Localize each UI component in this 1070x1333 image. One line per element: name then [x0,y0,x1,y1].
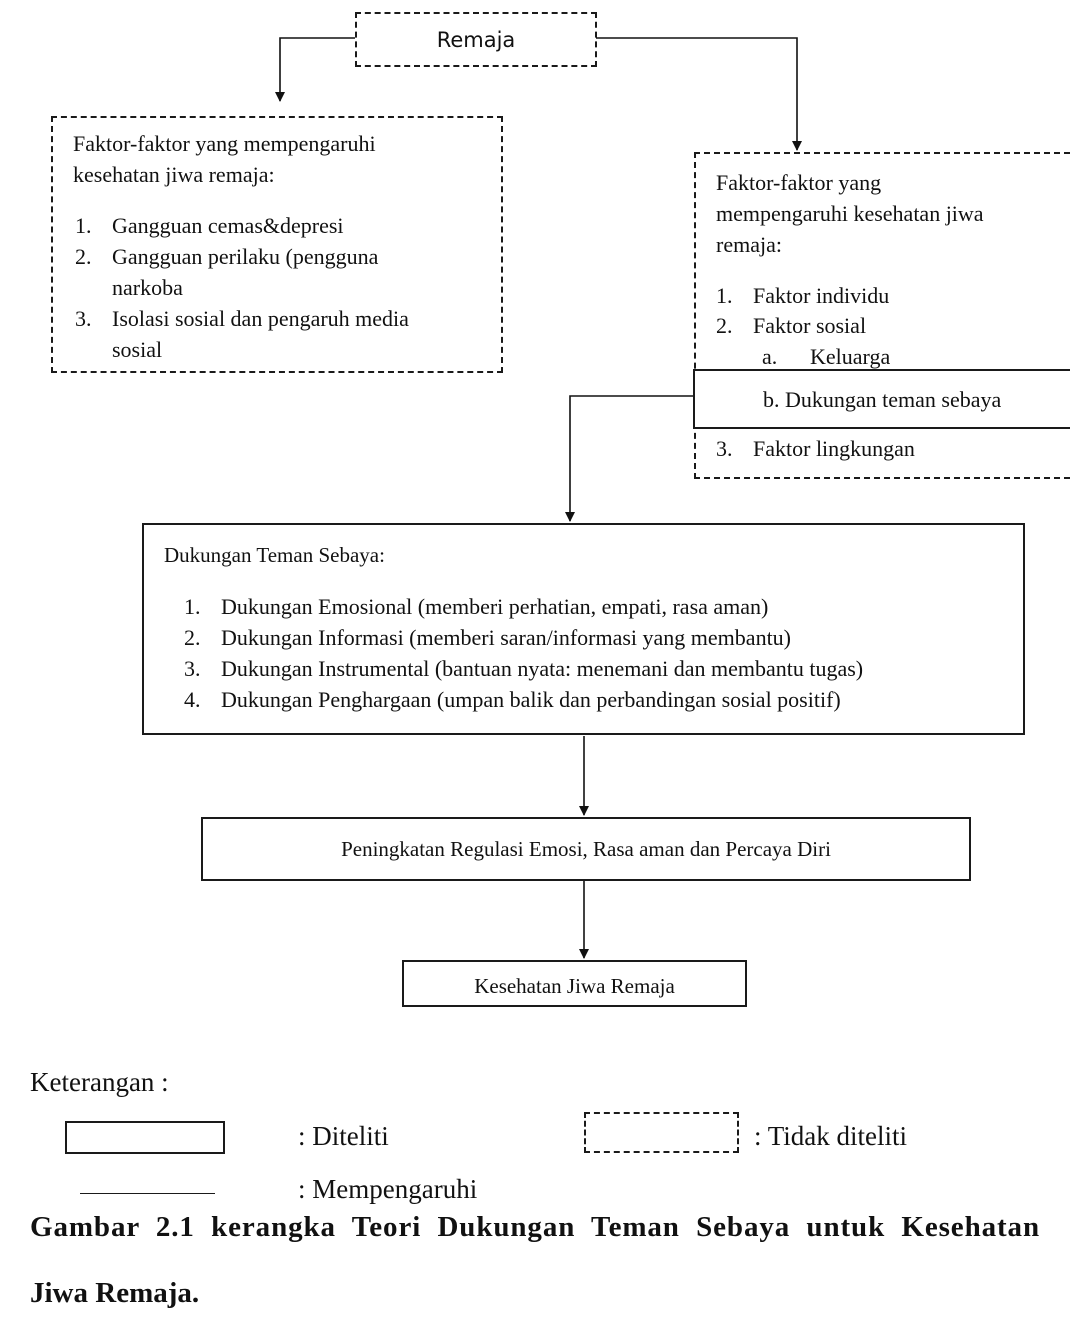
legend-dashed-swatch [584,1112,739,1153]
list-item-line: Dukungan Instrumental (bantuan nyata: me… [221,656,864,681]
right-factors-heading-line1: Faktor-faktor yang [716,170,882,195]
list-item-line: Gangguan cemas&depresi [112,213,344,238]
outcome-regulation-box: Peningkatan Regulasi Emosi, Rasa aman da… [201,817,971,881]
left-factors-item-3-cont: sosial [112,334,162,365]
left-factors-box: Faktor-faktor yang mempengaruhi kesehata… [51,116,503,373]
list-item-line: Faktor sosial [753,313,867,338]
list-number: 1. [716,283,733,308]
left-factors-heading-line2: kesehatan jiwa remaja: [73,162,275,187]
list-item-line: Keluarga [810,344,891,369]
list-item-line: Dukungan Penghargaan (umpan balik dan pe… [221,687,841,712]
list-item-line: Faktor lingkungan [753,436,915,461]
remaja-label: Remaja [436,28,516,52]
peer-support-factor-label: b. Dukungan teman sebaya [763,387,1002,412]
left-factors-heading-line1: Faktor-faktor yang mempengaruhi [73,131,376,156]
list-number: 2. [75,244,92,269]
right-factors-heading-line2: mempengaruhi kesehatan jiwa [716,201,984,226]
peer-support-heading: Dukungan Teman Sebaya: [164,543,385,567]
list-number: 1. [184,594,201,619]
list-item-line: Dukungan Informasi (memberi saran/inform… [221,625,792,650]
peer-support-factor-box: b. Dukungan teman sebaya [693,369,1070,429]
legend-title: Keterangan : [30,1067,169,1097]
figure-caption-line2: Jiwa Remaja. [30,1277,200,1309]
arrow-peer-to-support [565,395,694,522]
list-number: 3. [75,306,92,331]
list-number: 3. [184,656,201,681]
arrow-remaja-to-left [275,37,355,102]
figure-caption-line1: Gambar 2.1 kerangka Teori Dukungan Teman… [30,1211,1040,1243]
list-item-line: sosial [112,337,163,362]
list-number: 2. [716,313,733,338]
outcome-mental-health-box: Kesehatan Jiwa Remaja [402,960,747,1007]
outcome-regulation-label: Peningkatan Regulasi Emosi, Rasa aman da… [341,837,831,861]
list-item-line: Isolasi sosial dan pengaruh media [112,306,409,331]
arrow-remaja-to-right [596,37,802,151]
left-factors-item-2-cont: narkoba [112,272,183,303]
legend-solid-label: : Diteliti [298,1121,389,1151]
list-number: 4. [184,687,201,712]
legend-line-label: : Mempengaruhi [298,1174,478,1204]
remaja-box: Remaja [355,12,597,67]
right-factors-heading-line3: remaja: [716,232,782,257]
peer-support-box: Dukungan Teman Sebaya: 1. Dukungan Emosi… [142,523,1025,735]
list-item-line: Faktor individu [753,283,890,308]
list-item-line: Gangguan perilaku (pengguna [112,244,379,269]
outcome-mental-health-label: Kesehatan Jiwa Remaja [474,974,675,998]
right-factors-box: Faktor-faktor yang mempengaruhi kesehata… [694,152,1070,479]
list-number: 2. [184,625,201,650]
list-number: 1. [75,213,92,238]
legend-line-swatch [80,1193,215,1194]
list-item-line: Dukungan Emosional (memberi perhatian, e… [221,594,769,619]
list-number: a. [762,344,778,369]
legend-dashed-label: : Tidak diteliti [754,1121,908,1151]
list-item-line: narkoba [112,275,183,300]
list-number: 3. [716,436,733,461]
legend-solid-swatch [65,1121,225,1154]
